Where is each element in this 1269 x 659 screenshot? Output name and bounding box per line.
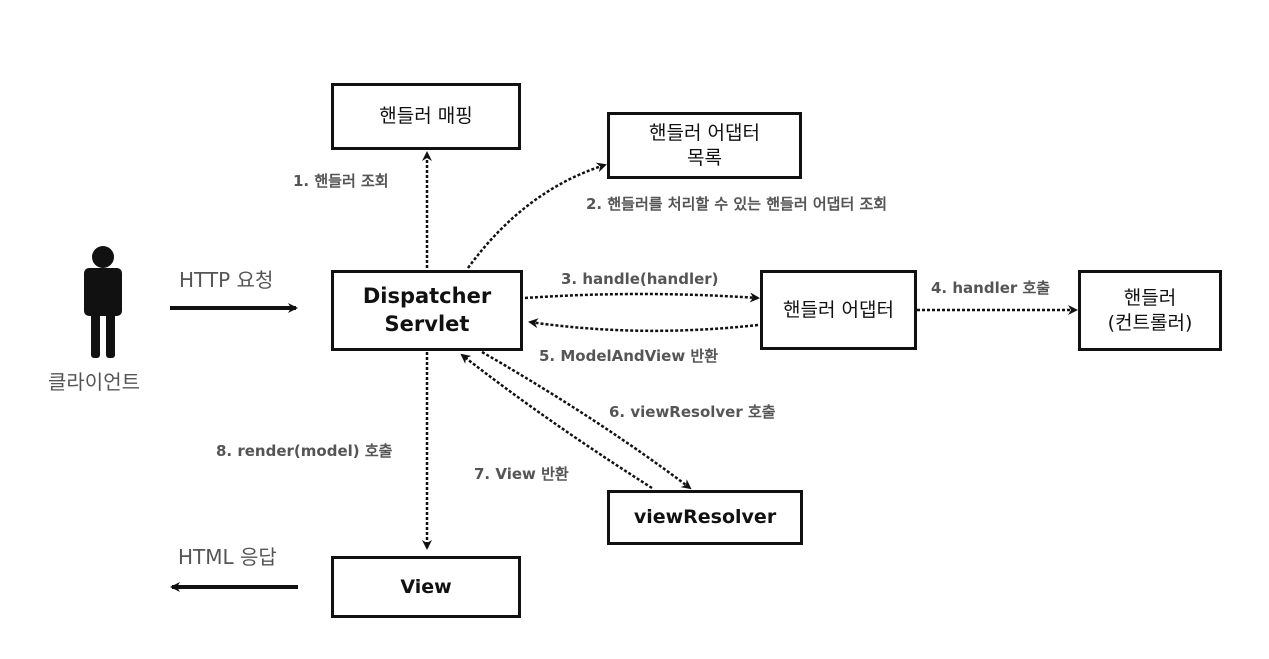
step-6-label: 6. viewResolver 호출 bbox=[609, 403, 776, 421]
handler-adapter-label: 핸들러 어댑터 bbox=[783, 298, 894, 321]
arrow-2-adapter-lookup bbox=[466, 162, 607, 269]
step-8-label: 8. render(model) 호출 bbox=[216, 442, 393, 460]
arrow-6-view-resolver-call bbox=[481, 350, 692, 490]
dispatcher-servlet-label-line2: Servlet bbox=[384, 311, 470, 336]
step-1-label: 1. 핸들러 조회 bbox=[293, 172, 389, 190]
step-7-label: 7. View 반환 bbox=[474, 465, 569, 483]
arrow-7-view-return bbox=[460, 353, 653, 490]
http-request-label: HTTP 요청 bbox=[179, 268, 274, 292]
client-label: 클라이언트 bbox=[48, 370, 140, 394]
step-4-label: 4. handler 호출 bbox=[931, 279, 1051, 297]
person-icon bbox=[84, 246, 122, 358]
arrow-3-handle bbox=[524, 292, 760, 303]
handler-controller-box: 핸들러 (컨트롤러) bbox=[1078, 270, 1222, 351]
handler-label-line2: (컨트롤러) bbox=[1107, 311, 1193, 334]
step-3-label: 3. handle(handler) bbox=[561, 270, 719, 288]
dispatcher-servlet-label-line1: Dispatcher bbox=[362, 284, 492, 309]
handler-label-line1: 핸들러 bbox=[1123, 286, 1177, 309]
handler-adapter-list-label-line1: 핸들러 어댑터 bbox=[649, 121, 760, 144]
handler-adapter-list-label-line2: 목록 bbox=[687, 146, 722, 169]
html-response-label: HTML 응답 bbox=[178, 545, 277, 569]
dispatcher-servlet-box: Dispatcher Servlet bbox=[331, 270, 523, 351]
view-resolver-label: viewResolver bbox=[633, 506, 777, 529]
view-box: View bbox=[331, 556, 521, 618]
step-5-label: 5. ModelAndView 반환 bbox=[539, 347, 719, 365]
step-2-label: 2. 핸들러를 처리할 수 있는 핸들러 어댑터 조회 bbox=[586, 195, 888, 213]
handler-mapping-label: 핸들러 매핑 bbox=[379, 105, 473, 128]
view-resolver-box: viewResolver bbox=[607, 490, 803, 545]
handler-adapter-list-box: 핸들러 어댑터 목록 bbox=[607, 112, 802, 179]
arrow-5-model-and-view bbox=[528, 318, 759, 333]
handler-mapping-box: 핸들러 매핑 bbox=[331, 83, 521, 150]
view-label: View bbox=[400, 575, 452, 598]
handler-adapter-box: 핸들러 어댑터 bbox=[760, 270, 917, 350]
